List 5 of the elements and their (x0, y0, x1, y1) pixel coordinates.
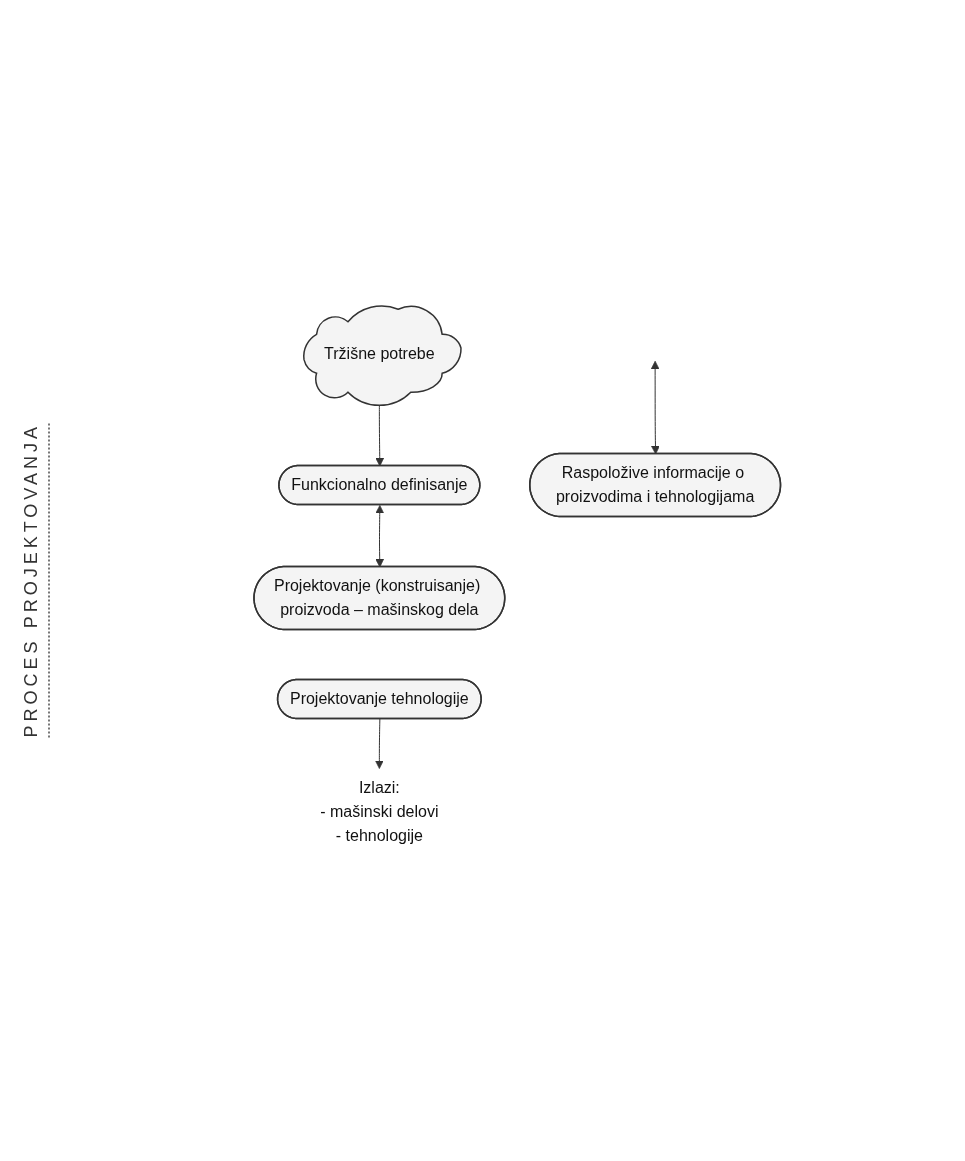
process-direction-label: PROCES PROJEKTOVANJA (20, 423, 50, 738)
arrow (375, 504, 385, 568)
node-text: Izlazi: - mašinski delovi - tehnologije (320, 778, 439, 844)
arrow (375, 718, 384, 769)
arrow (651, 360, 661, 455)
